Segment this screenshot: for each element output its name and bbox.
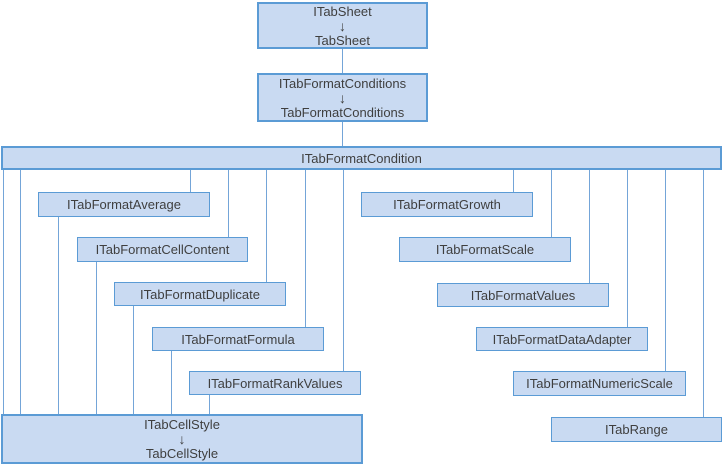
node-itabformatdataadapter: ITabFormatDataAdapter — [476, 327, 648, 351]
down-arrow-icon: ↓ — [339, 17, 346, 34]
node-label: TabSheet — [315, 32, 370, 48]
node-itabformatvalues: ITabFormatValues — [437, 283, 609, 307]
node-itabrange: ITabRange — [551, 417, 722, 442]
node-itabsheet: ITabSheet ↓ TabSheet — [257, 2, 428, 49]
node-itabformatconditions: ITabFormatConditions ↓ TabFormatConditio… — [257, 73, 428, 122]
connector-line — [3, 170, 4, 414]
connector-line — [342, 122, 343, 146]
connector-line — [305, 170, 306, 328]
node-label: ITabFormatScale — [435, 242, 535, 257]
node-label: ITabFormatAverage — [67, 197, 181, 212]
node-itabformatnumericscale: ITabFormatNumericScale — [513, 371, 686, 396]
connector-line — [58, 217, 59, 414]
node-label: ITabFormatGrowth — [393, 197, 501, 212]
node-label: TabFormatConditions — [280, 104, 405, 120]
connector-line — [209, 395, 210, 414]
connector-line — [665, 170, 666, 372]
connector-line — [96, 262, 97, 414]
node-itabformatcondition: ITabFormatCondition — [1, 146, 722, 170]
connector-line — [133, 306, 134, 414]
node-label: ITabFormatDataAdapter — [492, 331, 632, 347]
node-itabformatduplicate: ITabFormatDuplicate — [114, 282, 286, 306]
node-label: ITabFormatDuplicate — [140, 286, 260, 302]
node-label: TabCellStyle — [145, 446, 219, 461]
connector-line — [627, 170, 628, 328]
connector-line — [190, 170, 191, 193]
node-label: ITabFormatRankValues — [207, 375, 343, 391]
node-label: ITabRange — [605, 422, 668, 437]
node-label: ITabFormatValues — [470, 287, 576, 303]
connector-line — [171, 351, 172, 414]
connector-line — [266, 170, 267, 283]
connector-line — [703, 170, 704, 417]
down-arrow-icon: ↓ — [178, 431, 186, 447]
connector-line — [342, 49, 343, 73]
down-arrow-icon: ↓ — [339, 89, 346, 106]
node-itabcellstyle: ITabCellStyle ↓ TabCellStyle — [1, 414, 363, 464]
node-label: ITabFormatNumericScale — [526, 376, 673, 391]
connector-line — [343, 170, 344, 372]
node-label: ITabCellStyle — [144, 417, 220, 432]
connector-line — [551, 170, 552, 238]
connector-line — [589, 170, 590, 283]
connector-line — [228, 170, 229, 238]
node-itabformatcellcontent: ITabFormatCellContent — [77, 237, 248, 262]
node-itabformataverage: ITabFormatAverage — [38, 192, 210, 217]
node-itabformatscale: ITabFormatScale — [399, 237, 571, 262]
node-label: ITabSheet — [313, 3, 372, 19]
node-label: ITabFormatFormula — [181, 331, 295, 347]
node-label: ITabFormatCellContent — [95, 242, 230, 257]
node-label: ITabFormatCondition — [301, 150, 422, 166]
connector-line — [513, 170, 514, 193]
node-itabformatgrowth: ITabFormatGrowth — [361, 192, 533, 217]
connector-line — [20, 170, 21, 414]
node-itabformatformula: ITabFormatFormula — [152, 327, 324, 351]
node-label: ITabFormatConditions — [278, 75, 407, 91]
node-itabformatrankvalues: ITabFormatRankValues — [189, 371, 361, 395]
